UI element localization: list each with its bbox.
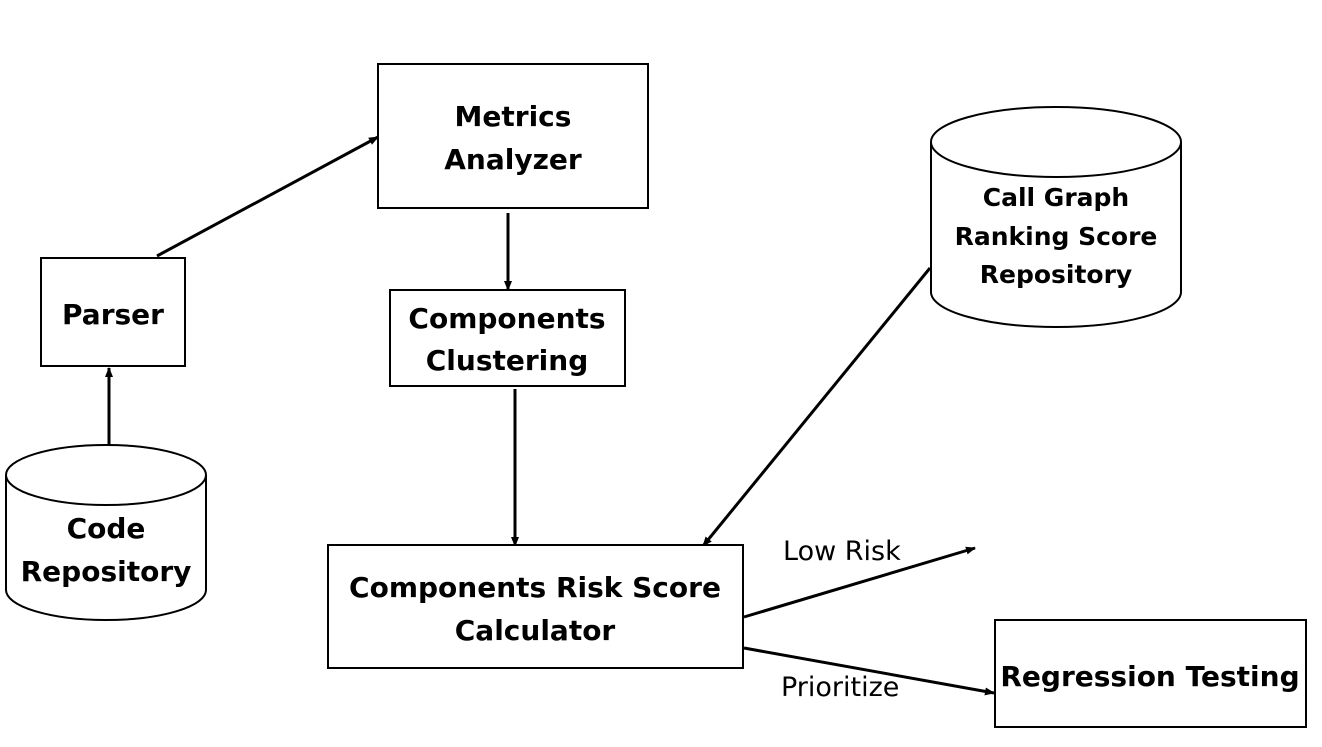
regression-testing-node: Regression Testing <box>994 619 1307 728</box>
metrics-analyzer-line-1: Metrics <box>455 100 572 133</box>
components-clustering-line-1: Components <box>408 302 605 335</box>
metrics-analyzer-node: Metrics Analyzer <box>377 63 649 209</box>
low-risk-label: Low Risk <box>783 536 901 567</box>
edge-callgraph-to-calculator <box>701 267 932 547</box>
code-repository-line-1: Code <box>67 512 146 545</box>
call-graph-repository-node: Call Graph Ranking Score Repository <box>930 106 1182 328</box>
call-graph-line-3: Repository <box>980 260 1132 289</box>
components-clustering-line-2: Clustering <box>426 344 589 377</box>
risk-score-calculator-line-2: Calculator <box>455 614 616 647</box>
prioritize-label: Prioritize <box>781 672 899 703</box>
call-graph-line-2: Ranking Score <box>955 222 1158 251</box>
edge-parser-to-metrics <box>156 135 379 258</box>
code-repository-line-2: Repository <box>21 555 192 588</box>
risk-score-calculator-line-1: Components Risk Score <box>349 571 721 604</box>
edges <box>105 135 995 696</box>
edge-low-risk <box>743 546 976 619</box>
regression-testing-label: Regression Testing <box>1000 660 1299 693</box>
risk-score-calculator-node: Components Risk Score Calculator <box>327 544 744 669</box>
components-clustering-node: Components Clustering <box>389 289 626 387</box>
metrics-analyzer-line-2: Analyzer <box>444 143 582 176</box>
call-graph-line-1: Call Graph <box>983 183 1129 212</box>
edge-prioritize <box>743 646 995 696</box>
parser-node: Parser <box>40 257 186 367</box>
parser-label: Parser <box>62 298 164 331</box>
code-repository-node: Code Repository <box>5 444 207 621</box>
